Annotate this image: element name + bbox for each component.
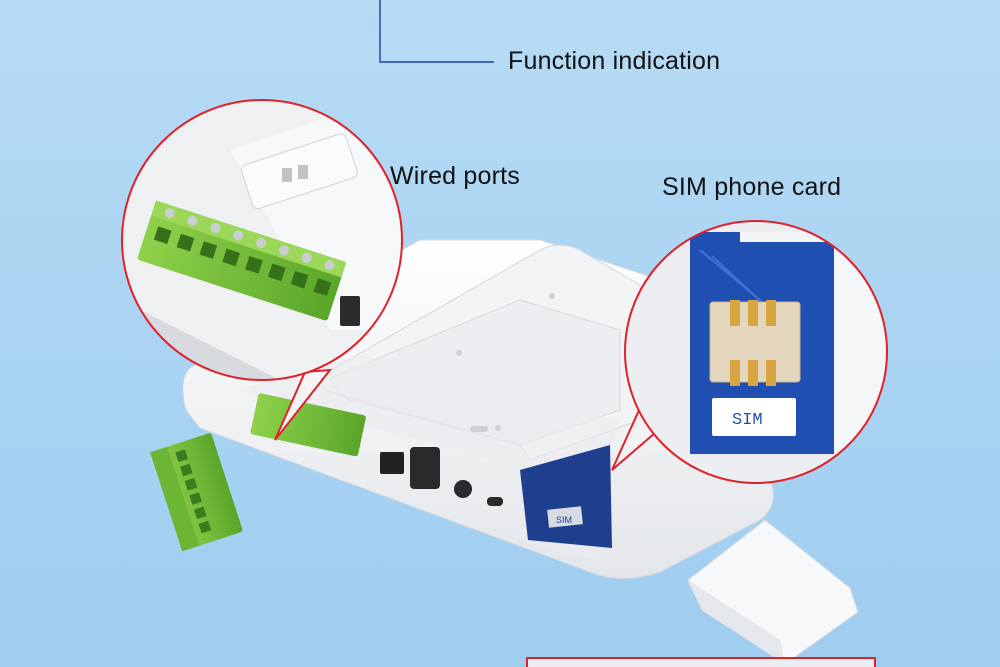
- bottom-callout-frame: [526, 657, 876, 667]
- sim-cover-piece: [687, 519, 859, 665]
- slot-port: [487, 497, 503, 506]
- wired-ports-label: Wired ports: [390, 162, 521, 190]
- leader-line-function: [379, 0, 494, 63]
- svg-text:SIM: SIM: [556, 515, 572, 525]
- loose-terminal-block: [150, 433, 243, 552]
- power-jack: [410, 447, 440, 489]
- dc-jack: [380, 452, 404, 474]
- sim-slot-label: SIM: [732, 411, 763, 430]
- wired-ports-callout: [121, 99, 403, 441]
- function-indication-label: Function indication: [508, 47, 721, 75]
- sim-phone-card-label: SIM phone card: [662, 173, 842, 201]
- round-port: [454, 480, 472, 498]
- sim-callout: SIM: [611, 220, 888, 484]
